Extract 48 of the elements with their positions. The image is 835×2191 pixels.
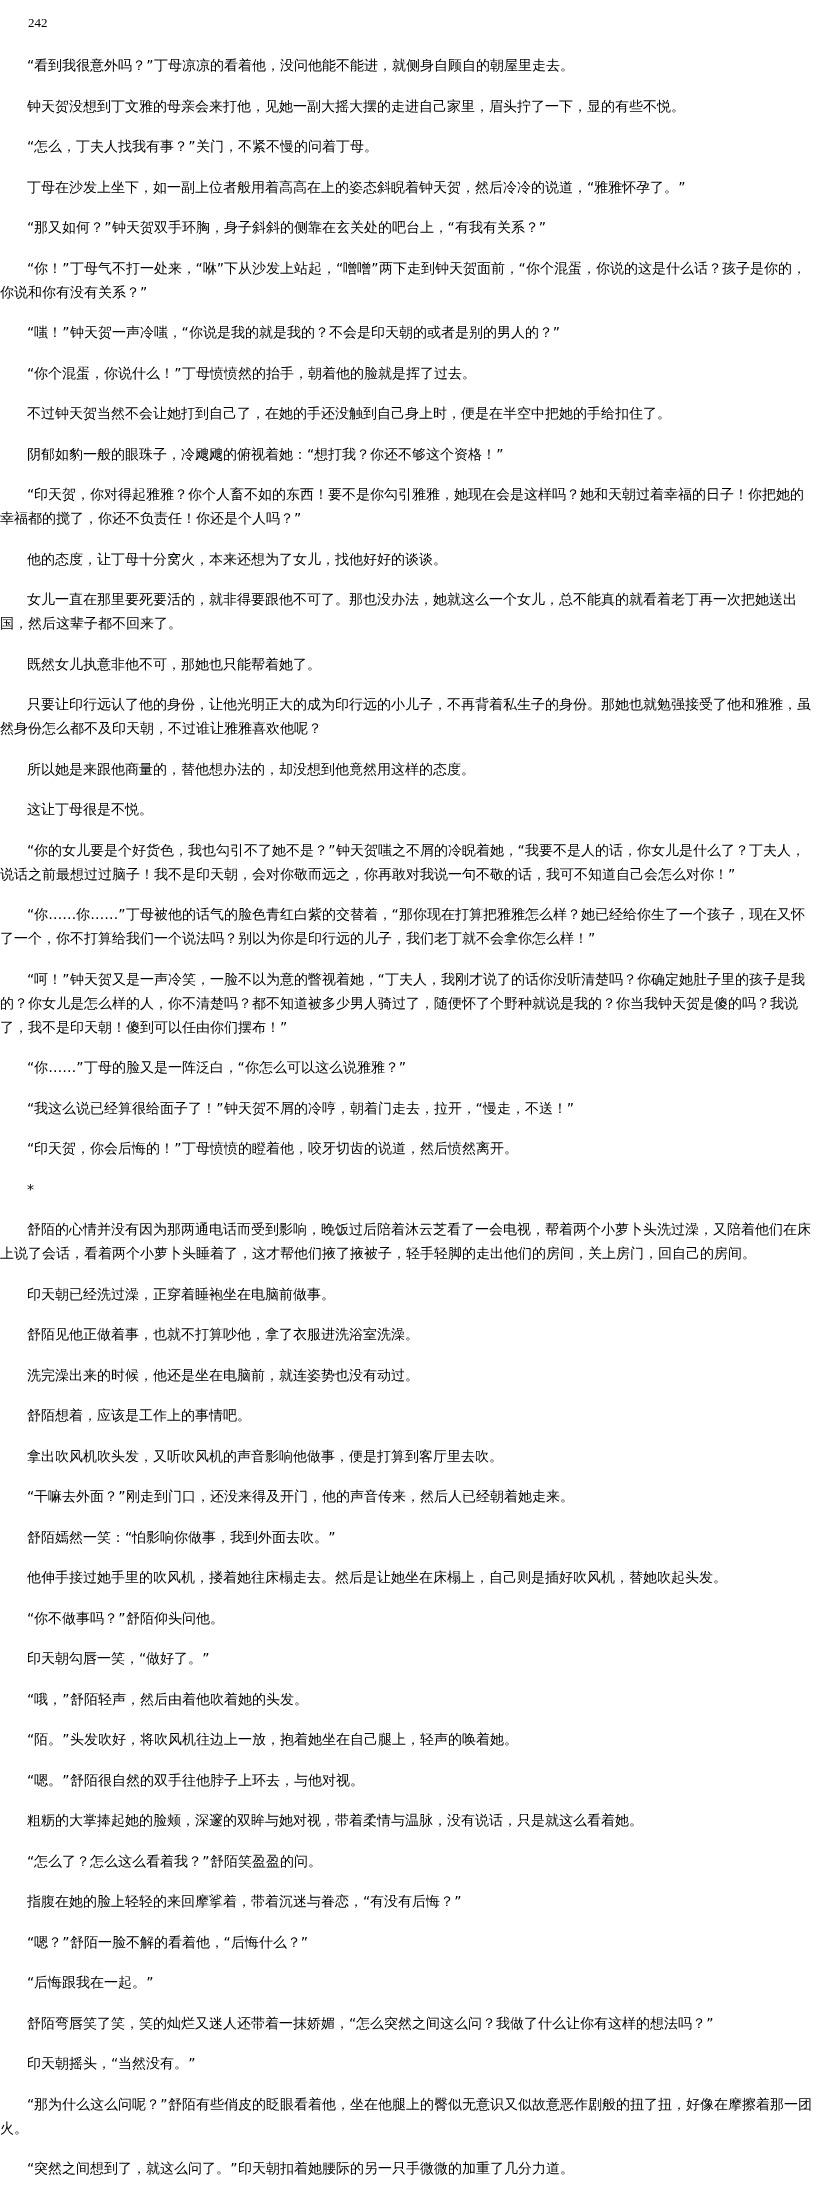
- paragraph: 指腹在她的脸上轻轻的来回摩挲着，带着沉迷与眷恋，“有没有后悔？”: [26, 1892, 463, 1911]
- paragraph: “那又如何？”钟天贺双手环胸，身子斜斜的侧靠在玄关处的吧台上，“有我有关系？”: [26, 218, 547, 237]
- paragraph: “你……你……”丁母被他的话气的脸色青红白紫的交替着，“那你现在打算把雅雅怎么样？她已经给你生了一个孩子，现在又怀了一个，你不打算给我们一个说法吗？别以为你是印行远的儿子，我们老丁就不会拿你怎么样！”: [0, 905, 806, 948]
- paragraph: “你的女儿要是个好货色，我也勾引不了她不是？”钟天贺嗤之不屑的冷睨着她，“我要不是人的话，你女儿是什么了？丁夫人，说话之前最想过过脑子！我不是印天朝，会对你敬而远之，你再敢对我说一句不敬的话，我可不知道自己会怎么对你！”: [0, 840, 806, 884]
- paragraph: “后悔跟我在一起。”: [26, 1973, 155, 1992]
- paragraph: “你不做事吗？”舒陌仰头问他。: [26, 1608, 225, 1628]
- paragraph: 丁母在沙发上坐下，如一副上位者般用着高高在上的姿态斜睨着钟天贺，然后冷冷的说道，“雅雅怀孕了。”: [26, 177, 687, 197]
- paragraph: “印天贺，你会后悔的！”丁母愤愤的瞪着他，咬牙切齿的说道，然后愤然离开。: [26, 1139, 519, 1158]
- paragraph: “呵！”钟天贺又是一声冷笑，一脸不以为意的瞥视着她，“丁夫人，我刚才说了的话你没听清楚吗？你确定她肚子里的孩子是我的？你女儿是怎么样的人，你不清楚吗？都不知道被多少男人骑过了，随便怀了个野种就说是我的？你当我钟天贺是傻的吗？我说了，我不是印天朝！傻到可以任由你们摆布！”: [0, 969, 806, 1037]
- paragraph: 舒陌想着，应该是工作上的事情吧。: [26, 1406, 252, 1425]
- paragraph: 印天朝勾唇一笑，“做好了。”: [26, 1649, 211, 1668]
- paragraph: 不过钟天贺当然不会让她打到自己了，在她的手还没触到自己身上时，便是在半空中把她的手给扣住了。: [26, 404, 672, 423]
- paragraph: 他的态度，让丁母十分窝火，本来还想为了女儿，找他好好的谈谈。: [26, 549, 448, 569]
- paragraph: 洗完澡出来的时候，他还是坐在电脑前，就连姿势也没有动过。: [26, 1365, 420, 1385]
- paragraph: 这让丁母很是不悦。: [26, 800, 154, 819]
- paragraph: 舒陌的心情并没有因为那两通电话而受到影响，晚饭过后陪着沐云芝看了一会电视，帮着两个小萝卜头洗过澡，又陪着他们在床上说了会话，看着两个小萝卜头睡着了，这才帮他们掖了掖被子，轻手轻脚的走出他们的房间，关上房门，回自己的房间。: [0, 1220, 812, 1263]
- paragraph: 舒陌嫣然一笑：“怕影响你做事，我到外面去吹。”: [26, 1527, 337, 1547]
- paragraph: “你个混蛋，你说什么！”丁母愤愤然的抬手，朝着他的脸就是挥了过去。: [26, 363, 477, 383]
- paragraph: 既然女儿执意非他不可，那她也只能帮着她了。: [26, 654, 322, 674]
- paragraph: “嗯。”舒陌很自然的双手往他脖子上环去，与他对视。: [26, 1770, 365, 1790]
- paragraph: “印天贺，你对得起雅雅？你个人畜不如的东西！要不是你勾引雅雅，她现在会是这样吗？她和天朝过着幸福的日子！你把她的幸福都的搅了，你还不负责任！你还是个人吗？”: [0, 485, 806, 528]
- paragraph: 只要让印行远认了他的身份，让他光明正大的成为印行远的小儿子，不再背着私生子的身份。那她也就勉强接受了他和雅雅，虽然身份怎么都不及印天朝，不过谁让雅雅喜欢他呢？: [0, 695, 812, 738]
- paragraph: 所以她是来跟他商量的，替他想办法的，却没想到他竟然用这样的态度。: [26, 759, 476, 779]
- paragraph: 舒陌见他正做着事，也就不打算吵他，拿了衣服进洗浴室洗澡。: [26, 1325, 420, 1344]
- paragraph: “我这么说已经算很给面子了！”钟天贺不屑的冷哼，朝着门走去，拉开，“慢走，不送！”: [26, 1098, 575, 1118]
- paragraph: “干嘛去外面？”刚走到门口，还没来得及开门，他的声音传来，然后人已经朝着她走来。: [26, 1487, 575, 1506]
- paragraph: 拿出吹风机吹头发，又听吹风机的声音影响他做事，便是打算到客厅里去吹。: [26, 1446, 504, 1466]
- paragraph: 阴郁如豹一般的眼珠子，冷飕飕的俯视着她：“想打我？你还不够这个资格！”: [26, 444, 505, 464]
- paragraph: “你……”丁母的脸又是一阵泛白，“你怎么可以这么说雅雅？”: [26, 1058, 407, 1077]
- paragraph: 舒陌弯唇笑了笑，笑的灿烂又迷人还带着一抹娇媚，“怎么突然之间这么问？我做了什么让你有这样的想法吗？”: [26, 2013, 715, 2033]
- paragraph: “陌。”头发吹好，将吹风机往边上一放，抱着她坐在自己腿上，轻声的唤着她。: [26, 1730, 519, 1749]
- paragraph: “你！”丁母气不打一处来，“咻”下从沙发上站起，“噌噌”两下走到钟天贺面前，“你个混蛋，你说的这是什么话？孩子是你的，你说和你有没有关系？”: [0, 258, 807, 302]
- paragraph: “怎么了？怎么这么看着我？”舒陌笑盈盈的问。: [26, 1851, 323, 1871]
- paragraph: “看到我很意外吗？”丁母凉凉的看着他，没问他能不能进，就侧身自顾自的朝屋里走去。: [26, 56, 575, 75]
- page-number: 242: [28, 15, 48, 31]
- paragraph: “嗤！”钟天贺一声冷嗤，“你说是我的就是我的？不会是印天朝的或者是别的男人的？”: [26, 323, 561, 342]
- paragraph: 粗粝的大掌捧起她的脸颊，深邃的双眸与她对视，带着柔情与温脉，没有说话，只是就这么看着她。: [26, 1811, 644, 1830]
- paragraph: 印天朝摇头，“当然没有。”: [26, 2054, 197, 2073]
- paragraph: 他伸手接过她手里的吹风机，搂着她往床榻走去。然后是让她坐在床榻上，自己则是插好吹风机，替她吹起头发。: [26, 1568, 728, 1587]
- scene-break-mark: *: [27, 1179, 34, 1199]
- paragraph: “怎么，丁夫人找我有事？”关门，不紧不慢的问着丁母。: [26, 137, 379, 156]
- paragraph: “突然之间想到了，就这么问了。”印天朝扣着她腰际的另一只手微微的加重了几分力道。: [26, 2159, 575, 2178]
- paragraph: “嗯？”舒陌一脸不解的看着他，“后悔什么？”: [26, 1932, 309, 1952]
- paragraph: 印天朝已经洗过澡，正穿着睡袍坐在电脑前做事。: [26, 1284, 336, 1304]
- paragraph: “那为什么这么问呢？”舒陌有些俏皮的眨眼看着他，坐在他腿上的臀似无意识又似故意恶作剧般的扭了扭，好像在摩擦着那一团火。: [0, 2094, 813, 2138]
- paragraph: 钟天贺没想到丁文雅的母亲会来打他，见她一副大摇大摆的走进自己家里，眉头拧了一下，显的有些不悦。: [26, 96, 686, 116]
- paragraph: 女儿一直在那里要死要活的，就非得要跟他不可了。那也没办法，她就这么一个女儿，总不能真的就看着老丁再一次把她送出国，然后这辈子都不回来了。: [0, 590, 798, 633]
- paragraph: “哦，”舒陌轻声，然后由着他吹着她的头发。: [26, 1689, 309, 1709]
